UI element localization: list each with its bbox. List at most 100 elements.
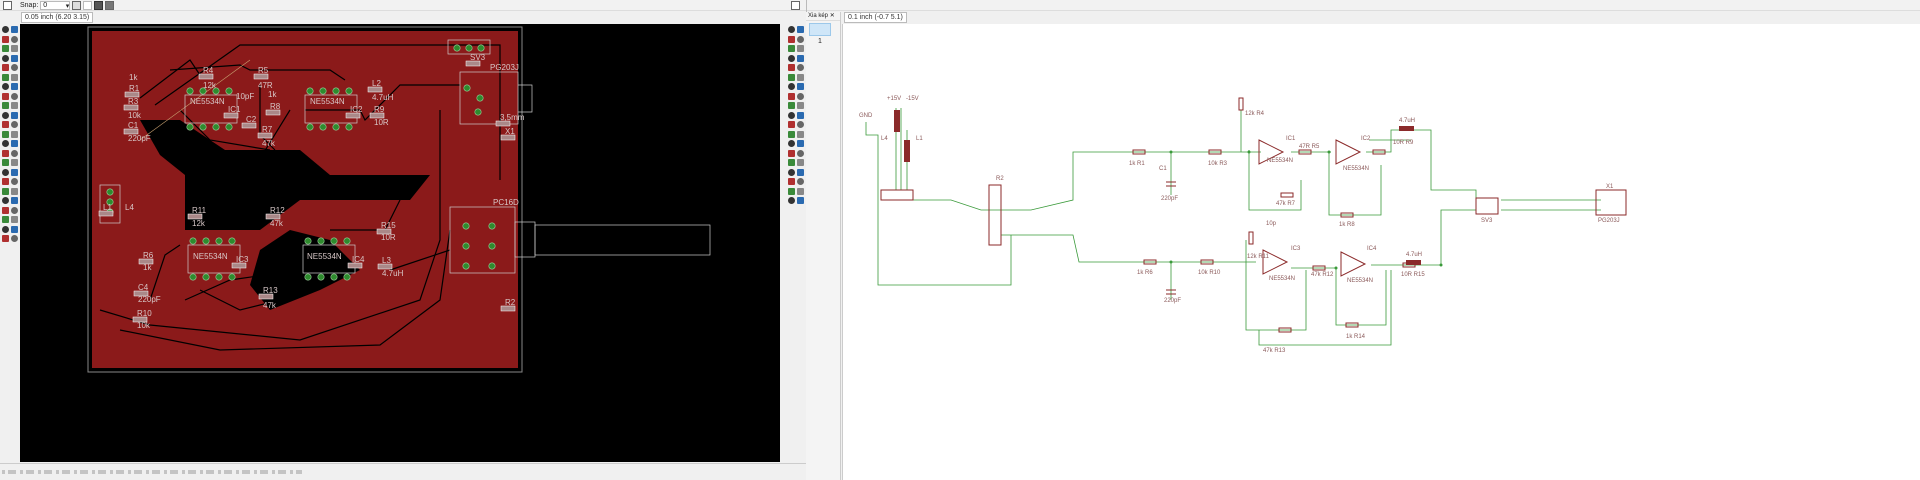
tool-icon-11[interactable] [797, 73, 804, 81]
tool-icon-29[interactable] [11, 159, 18, 166]
tool-icon-31[interactable] [797, 168, 804, 176]
tool-icon-32[interactable] [2, 178, 9, 185]
tool-icon-13[interactable] [797, 83, 804, 90]
tool-icon-29[interactable] [797, 159, 804, 166]
tool-icon-21[interactable] [11, 121, 18, 128]
tool-icon-39[interactable] [11, 206, 18, 214]
tool-icon-14[interactable] [2, 92, 9, 100]
tool-icon-18[interactable] [788, 111, 795, 119]
tool-icon-37[interactable] [797, 197, 804, 204]
layout-split-icon[interactable] [105, 1, 115, 10]
tool-icon-7[interactable] [797, 54, 804, 62]
tool-icon-14[interactable] [788, 92, 795, 100]
tool-icon-36[interactable] [788, 197, 795, 204]
tool-icon-10[interactable] [788, 73, 795, 81]
tool-icon-31[interactable] [11, 168, 18, 176]
tool-icon-35[interactable] [11, 187, 18, 195]
tool-icon-32[interactable] [788, 178, 795, 185]
pcb-layout: R412kR547RR11kR310kC1220pFIC1NE5534NC210… [87, 26, 711, 373]
tool-icon-26[interactable] [2, 149, 9, 157]
tool-icon-34[interactable] [2, 187, 9, 195]
tool-icon-1[interactable] [797, 26, 804, 33]
pad [462, 262, 470, 270]
tool-icon-0[interactable] [2, 26, 9, 33]
tool-icon-21[interactable] [797, 121, 804, 128]
schematic-label-r13: 47k R13 [1263, 348, 1286, 354]
tool-icon-44[interactable] [2, 235, 9, 242]
tool-icon-11[interactable] [11, 73, 18, 81]
tool-icon-16[interactable] [2, 102, 9, 109]
tool-icon-45[interactable] [11, 235, 18, 242]
close-icon[interactable]: ✕ [829, 13, 835, 19]
tool-icon-25[interactable] [11, 140, 18, 147]
tool-icon-2[interactable] [2, 35, 9, 43]
tool-icon-6[interactable] [2, 54, 9, 62]
smd-pad [187, 213, 203, 220]
tool-icon-8[interactable] [788, 64, 795, 71]
tool-icon-22[interactable] [2, 130, 9, 138]
tool-icon-33[interactable] [11, 178, 18, 185]
tool-icon-43[interactable] [11, 225, 18, 233]
tool-icon-26[interactable] [788, 149, 795, 157]
tool-icon-4[interactable] [788, 45, 795, 52]
tool-icon-30[interactable] [2, 168, 9, 176]
tool-icon-35[interactable] [797, 187, 804, 195]
tool-icon-15[interactable] [11, 92, 18, 100]
tool-icon-40[interactable] [2, 216, 9, 223]
tool-icon-5[interactable] [11, 45, 18, 52]
part-name-label: R7 [262, 125, 273, 134]
tool-icon-20[interactable] [788, 121, 795, 128]
grid-icon[interactable] [791, 1, 800, 10]
tool-icon-28[interactable] [788, 159, 795, 166]
tool-icon-1[interactable] [11, 26, 18, 33]
tool-icon-8[interactable] [2, 64, 9, 71]
align-icon[interactable] [72, 1, 82, 10]
tool-icon-36[interactable] [2, 197, 9, 204]
tool-icon-24[interactable] [788, 140, 795, 147]
tool-icon-15[interactable] [797, 92, 804, 100]
tool-icon-17[interactable] [11, 102, 18, 109]
tool-icon-2[interactable] [788, 35, 795, 43]
snap-select[interactable]: 0▾ [40, 1, 71, 10]
tool-icon-20[interactable] [2, 121, 9, 128]
mirror-icon[interactable] [83, 1, 93, 10]
tool-icon-18[interactable] [2, 111, 9, 119]
tool-icon-3[interactable] [797, 35, 804, 43]
tool-icon-38[interactable] [2, 206, 9, 214]
tool-icon-12[interactable] [2, 83, 9, 90]
grid-icon[interactable] [3, 1, 12, 10]
tool-icon-37[interactable] [11, 197, 18, 204]
tool-icon-41[interactable] [11, 216, 18, 223]
layout-left-icon[interactable] [94, 1, 104, 10]
tool-icon-34[interactable] [788, 187, 795, 195]
tool-icon-19[interactable] [11, 111, 18, 119]
tool-icon-27[interactable] [11, 149, 18, 157]
tool-icon-27[interactable] [797, 149, 804, 157]
tool-icon-12[interactable] [788, 83, 795, 90]
tool-icon-9[interactable] [11, 64, 18, 71]
tool-icon-42[interactable] [2, 225, 9, 233]
tool-icon-13[interactable] [11, 83, 18, 90]
sheet-thumbnail[interactable] [809, 23, 831, 36]
tool-icon-17[interactable] [797, 102, 804, 109]
tool-icon-7[interactable] [11, 54, 18, 62]
tool-icon-24[interactable] [2, 140, 9, 147]
tool-icon-5[interactable] [797, 45, 804, 52]
tool-icon-0[interactable] [788, 26, 795, 33]
tool-icon-19[interactable] [797, 111, 804, 119]
tool-icon-30[interactable] [788, 168, 795, 176]
tool-icon-9[interactable] [797, 64, 804, 71]
tool-icon-6[interactable] [788, 54, 795, 62]
tool-icon-10[interactable] [2, 73, 9, 81]
tool-icon-23[interactable] [11, 130, 18, 138]
tool-icon-25[interactable] [797, 140, 804, 147]
tool-icon-28[interactable] [2, 159, 9, 166]
tool-icon-16[interactable] [788, 102, 795, 109]
tool-icon-22[interactable] [788, 130, 795, 138]
tool-icon-23[interactable] [797, 130, 804, 138]
tool-icon-3[interactable] [11, 35, 18, 43]
tool-icon-4[interactable] [2, 45, 9, 52]
tool-icon-33[interactable] [797, 178, 804, 185]
